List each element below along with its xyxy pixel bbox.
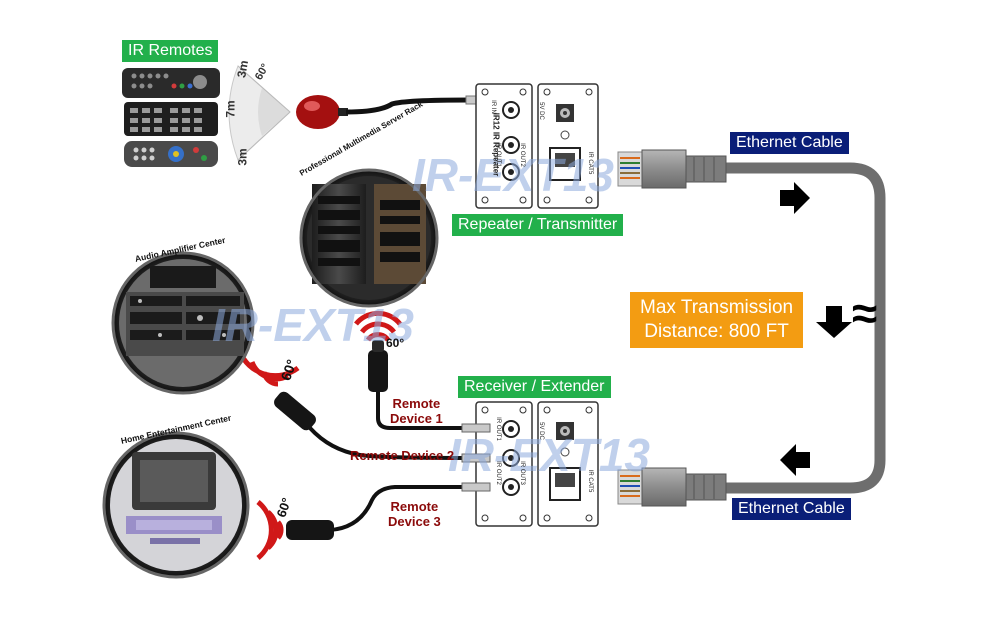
watermark-mid: IR-EXT13 bbox=[212, 299, 414, 351]
arrow-down-icon bbox=[816, 306, 852, 338]
remote-device-1-label: Remote Device 1 bbox=[390, 396, 443, 426]
ir-emitter-2 bbox=[274, 391, 316, 431]
professional-rack-image bbox=[299, 168, 439, 308]
ir-signal-home bbox=[256, 500, 284, 560]
tx-ir-out2-label: IR OUT2 bbox=[519, 143, 525, 167]
transmitter-unit bbox=[475, 83, 599, 209]
receiver-extender-label: Receiver / Extender bbox=[458, 376, 611, 398]
arrow-left-icon bbox=[780, 444, 810, 476]
angle-rack: 60° bbox=[386, 336, 405, 350]
remote-device-3-line1: Remote bbox=[390, 499, 439, 514]
remote-device-2-label: Remote Device 2 bbox=[350, 448, 455, 463]
audio-amplifier-image bbox=[111, 251, 255, 395]
remote-device-3-line2: Device 3 bbox=[388, 514, 441, 529]
ir-remotes-label: IR Remotes bbox=[122, 40, 219, 62]
arrow-right-icon bbox=[780, 182, 810, 214]
range-3m-bottom: 3m bbox=[235, 148, 250, 166]
rx-dc-label: 5V DC bbox=[538, 422, 544, 440]
range-7m: 7m bbox=[223, 100, 238, 118]
approx-icon: ≈ bbox=[852, 287, 878, 339]
ir-emitter-3 bbox=[286, 520, 334, 540]
rj45-connector-bottom bbox=[617, 467, 727, 507]
ir-signal-rack bbox=[354, 310, 402, 342]
ethernet-cable-loop bbox=[725, 162, 886, 494]
tx-cat5-label: IR CAT5 bbox=[587, 151, 593, 175]
remote-device-3-label: Remote Device 3 bbox=[388, 499, 441, 529]
rx-ir-out1-label: IR OUT1 bbox=[495, 417, 501, 441]
ir-emitter-1 bbox=[368, 340, 388, 392]
rj45-connector-top bbox=[617, 149, 727, 189]
max-transmission-line2: Distance: 800 FT bbox=[644, 321, 789, 342]
remote-device-1-line2: Device 1 bbox=[390, 411, 443, 426]
ir-reception-range bbox=[228, 65, 291, 161]
rx-ir-out2-label: IR OUT2 bbox=[495, 461, 501, 485]
range-3m-top: 3m bbox=[234, 59, 252, 79]
max-transmission-line1: Max Transmission bbox=[640, 297, 794, 318]
watermark-bottom: IR-EXT13 bbox=[448, 429, 650, 481]
ethernet-cable-top-label: Ethernet Cable bbox=[730, 132, 849, 154]
watermark-top: IR-EXT13 bbox=[412, 149, 614, 201]
ethernet-cable-bottom-label: Ethernet Cable bbox=[732, 498, 851, 520]
home-entertainment-image bbox=[102, 431, 250, 579]
tx-dc-label: 5V DC bbox=[538, 102, 544, 120]
rx-ir-out3-label: IR OUT3 bbox=[519, 461, 525, 485]
max-transmission-label: Max Transmission Distance: 800 FT bbox=[630, 292, 804, 348]
rx-cat5-label: IR CAT5 bbox=[587, 469, 593, 493]
tx-ir-out1-label: IR OUT1 bbox=[495, 143, 501, 167]
remote-device-1-line1: Remote bbox=[392, 396, 441, 411]
remote-controls-image bbox=[122, 68, 220, 167]
emitter-cables bbox=[308, 390, 471, 532]
emitter-plugs bbox=[461, 423, 491, 492]
tx-ir-in-label: IR IN bbox=[490, 100, 496, 114]
repeater-transmitter-label: Repeater / Transmitter bbox=[452, 214, 624, 236]
receiver-unit bbox=[475, 401, 599, 527]
